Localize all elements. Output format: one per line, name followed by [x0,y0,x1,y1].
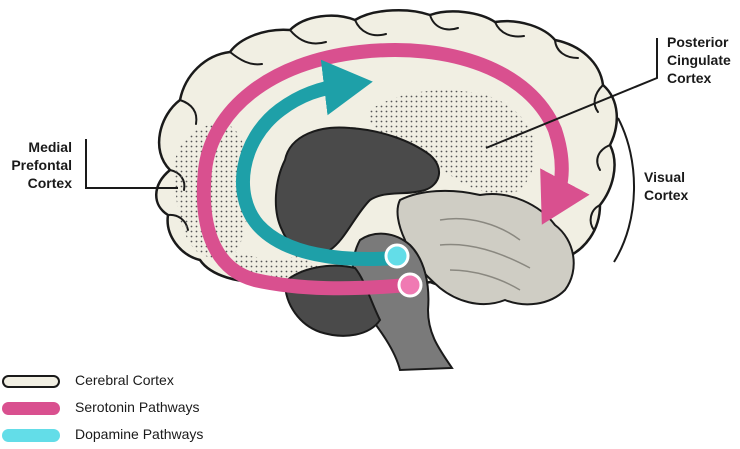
corpus-callosum [274,126,440,255]
pcc-leader-line [485,38,658,149]
dopamine-origin-node [384,243,410,269]
lower-cortex-region [230,250,320,280]
legend: Cerebral Cortex Serotonin Pathways Dopam… [0,368,300,449]
label-visual-cortex: Visual Cortex [644,169,689,203]
legend-label: Serotonin Pathways [75,399,200,415]
dopamine-pathway [235,59,402,267]
mpfc-leader-line [85,139,178,189]
posterior-cingulate-region [368,90,536,195]
cerebellum-folds [439,217,531,291]
cerebral-cortex-swatch [2,375,60,388]
label-medial-prefrontal-cortex: Medial Prefontal Cortex [11,139,72,191]
legend-item-dopamine: Dopamine Pathways [0,422,300,449]
legend-label: Cerebral Cortex [75,372,174,388]
serotonin-swatch [2,402,60,415]
legend-label: Dopamine Pathways [75,426,204,442]
legend-item-cerebral-cortex: Cerebral Cortex [0,368,300,395]
visual-cortex-bracket [613,117,636,263]
medial-prefrontal-region [174,122,251,259]
label-posterior-cingulate-cortex: Posterior Cingulate Cortex [667,34,731,86]
serotonin-origin-node [397,272,423,298]
dopamine-swatch [2,429,60,442]
legend-item-serotonin: Serotonin Pathways [0,395,300,422]
